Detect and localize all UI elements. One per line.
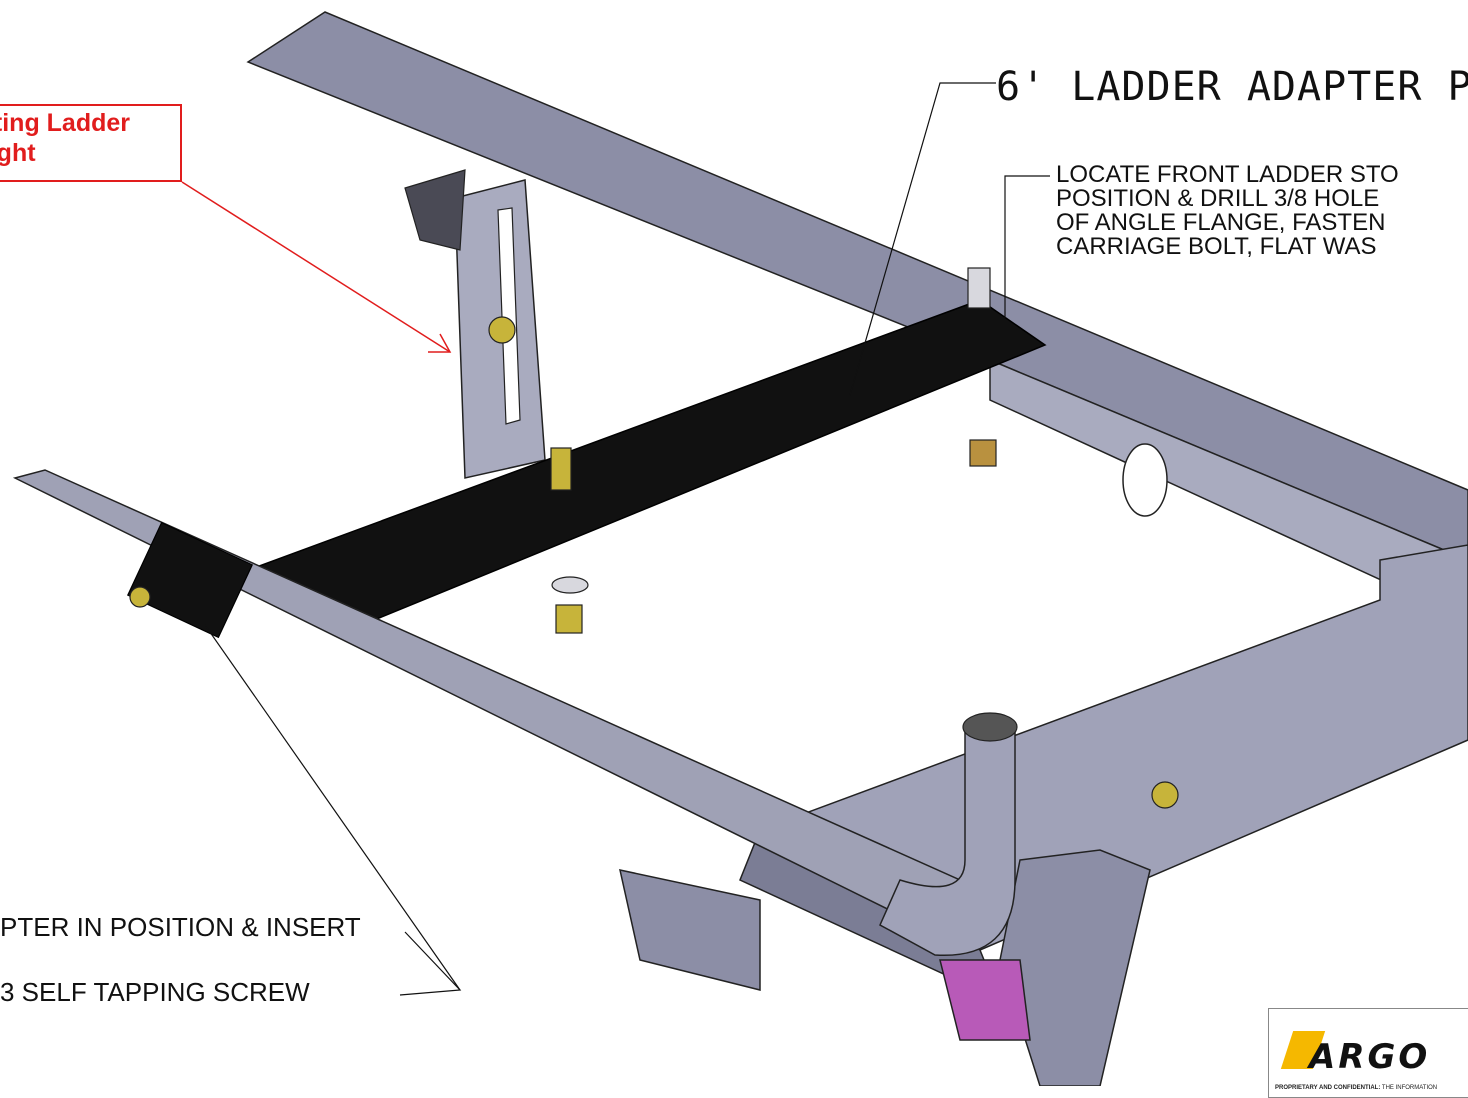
frame-slot: [1122, 443, 1168, 517]
ladder-upright-slot: [497, 207, 521, 425]
mounting-clip: [939, 959, 1031, 1041]
rear-frame-rail-face: [989, 358, 1468, 621]
adapter-plate-bar: [233, 299, 1047, 633]
title-leader: [849, 82, 996, 396]
nut-tube-end: [129, 586, 151, 608]
tube-sleeve: [126, 521, 254, 639]
company-logo-block: ARGO PROPRIETARY AND CONFIDENTIAL: THE I…: [1268, 1008, 1468, 1098]
note-leader: [1004, 175, 1050, 318]
drill-instruction-note: LOCATE FRONT LADDER STO POSITION & DRILL…: [1056, 163, 1399, 259]
tube-riser: [879, 724, 1016, 956]
nut-arm: [1151, 781, 1179, 809]
bottom-leader-to-sleeve: [204, 624, 461, 991]
note-line4: CARRIAGE BOLT, FLAT WAS: [1056, 233, 1377, 260]
note-line1: LOCATE FRONT LADDER STO: [1056, 161, 1399, 188]
angle-bracket: [619, 869, 761, 991]
washer-left: [551, 576, 589, 594]
insert-instruction-line2: 3 SELF TAPPING SCREW: [0, 977, 310, 1007]
carriage-bolt-right: [967, 267, 991, 309]
ladder-upright-gusset: [404, 169, 466, 251]
logo-wordmark: ARGO: [1309, 1037, 1431, 1077]
nut-upright: [488, 316, 516, 344]
existing-ladder-upright-callout: sting Ladder right: [0, 104, 182, 182]
nut-left: [555, 604, 583, 634]
red-callout-leader: [181, 181, 451, 353]
callout-line2: right: [0, 139, 36, 167]
lower-bracket: [999, 849, 1151, 1086]
callout-line1: sting Ladder: [0, 109, 131, 137]
note-line3: OF ANGLE FLANGE, FASTEN: [1056, 209, 1386, 236]
nut-right: [969, 439, 997, 467]
red-callout-arrowhead: [428, 333, 452, 353]
adapter-plate-title: 6' LADDER ADAPTER PL: [996, 64, 1468, 110]
note-line2: POSITION & DRILL 3/8 HOLE: [1056, 185, 1380, 212]
bottom-leader: [399, 931, 462, 996]
insert-instruction-line1: PTER IN POSITION & INSERT: [0, 912, 361, 942]
riser-cap: [962, 712, 1018, 742]
rear-frame-rail: [246, 11, 1468, 561]
carriage-bolt-left: [550, 447, 572, 491]
